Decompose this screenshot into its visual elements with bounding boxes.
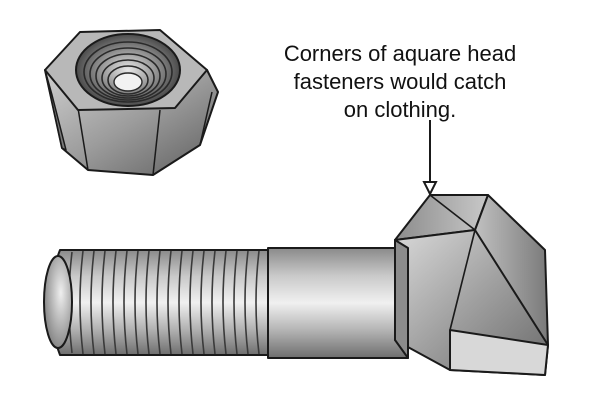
callout-line-2: fasteners would catch	[293, 69, 507, 94]
callout-arrow	[422, 120, 438, 197]
bolt-tip	[43, 255, 73, 349]
callout-line-3: on clothing.	[343, 97, 457, 122]
callout-line-1: Corners of aquare head	[283, 41, 517, 66]
hex-nut	[44, 29, 219, 176]
square-head-bolt	[43, 194, 549, 376]
